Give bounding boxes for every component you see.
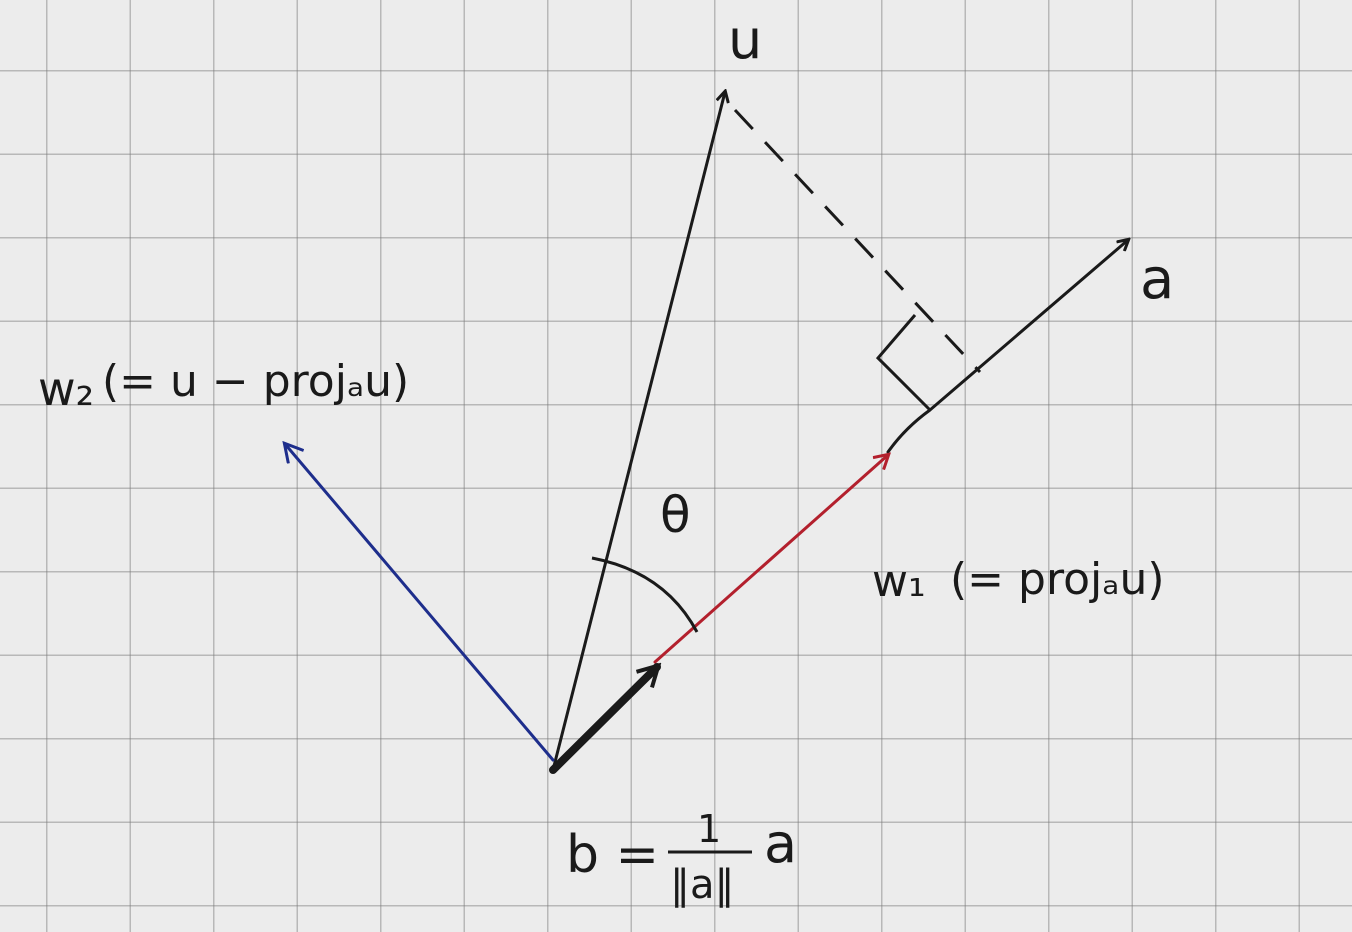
label-b-denominator: ‖a‖ (670, 862, 735, 908)
label-w1-definition: (= projₐu) (950, 554, 1165, 605)
label-a: a (1140, 247, 1174, 312)
theta-arc (591, 556, 699, 633)
label-b-numerator: 1 (697, 807, 721, 851)
label-theta: θ (660, 486, 691, 544)
label-b-lhs: b = (566, 825, 659, 885)
label-u: u (728, 8, 762, 71)
vector-w2 (285, 444, 555, 762)
unit-vector-b (549, 667, 657, 774)
right-angle-mark (875, 314, 932, 412)
label-w1: w₁ (872, 556, 926, 607)
label-b-vector: a (764, 812, 797, 875)
label-w2-definition: (= u − projₐu) (102, 356, 409, 407)
vector-a (886, 240, 1128, 454)
vector-u (551, 92, 725, 772)
label-w2: w₂ (38, 362, 94, 416)
perpendicular-dashed-line (733, 108, 982, 374)
